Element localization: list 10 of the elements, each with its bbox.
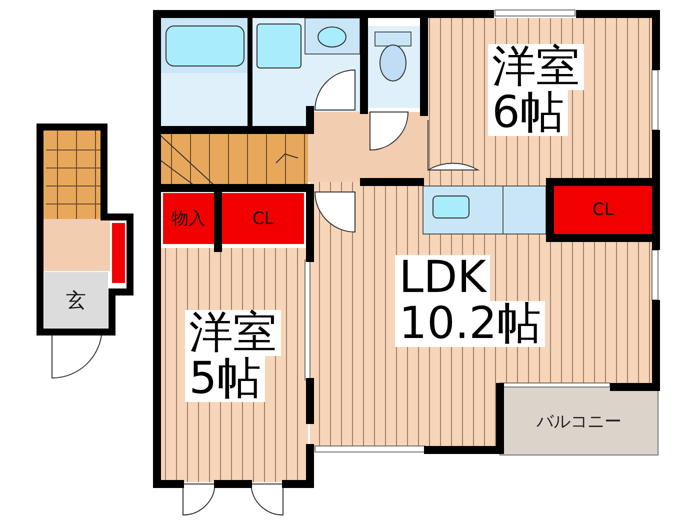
room-name: LDK (395, 255, 490, 301)
room-size: 5帖 (185, 356, 265, 402)
closet-box: 物入 (163, 193, 214, 244)
room-name: 洋室 (185, 310, 281, 356)
room-name: 洋室 (488, 44, 584, 90)
closet-box: CL (554, 186, 652, 234)
closet-box: CL (222, 193, 304, 244)
room-size: 10.2帖 (395, 301, 545, 347)
entrance-box: 玄 (44, 272, 108, 328)
room-size: 6帖 (488, 90, 568, 136)
